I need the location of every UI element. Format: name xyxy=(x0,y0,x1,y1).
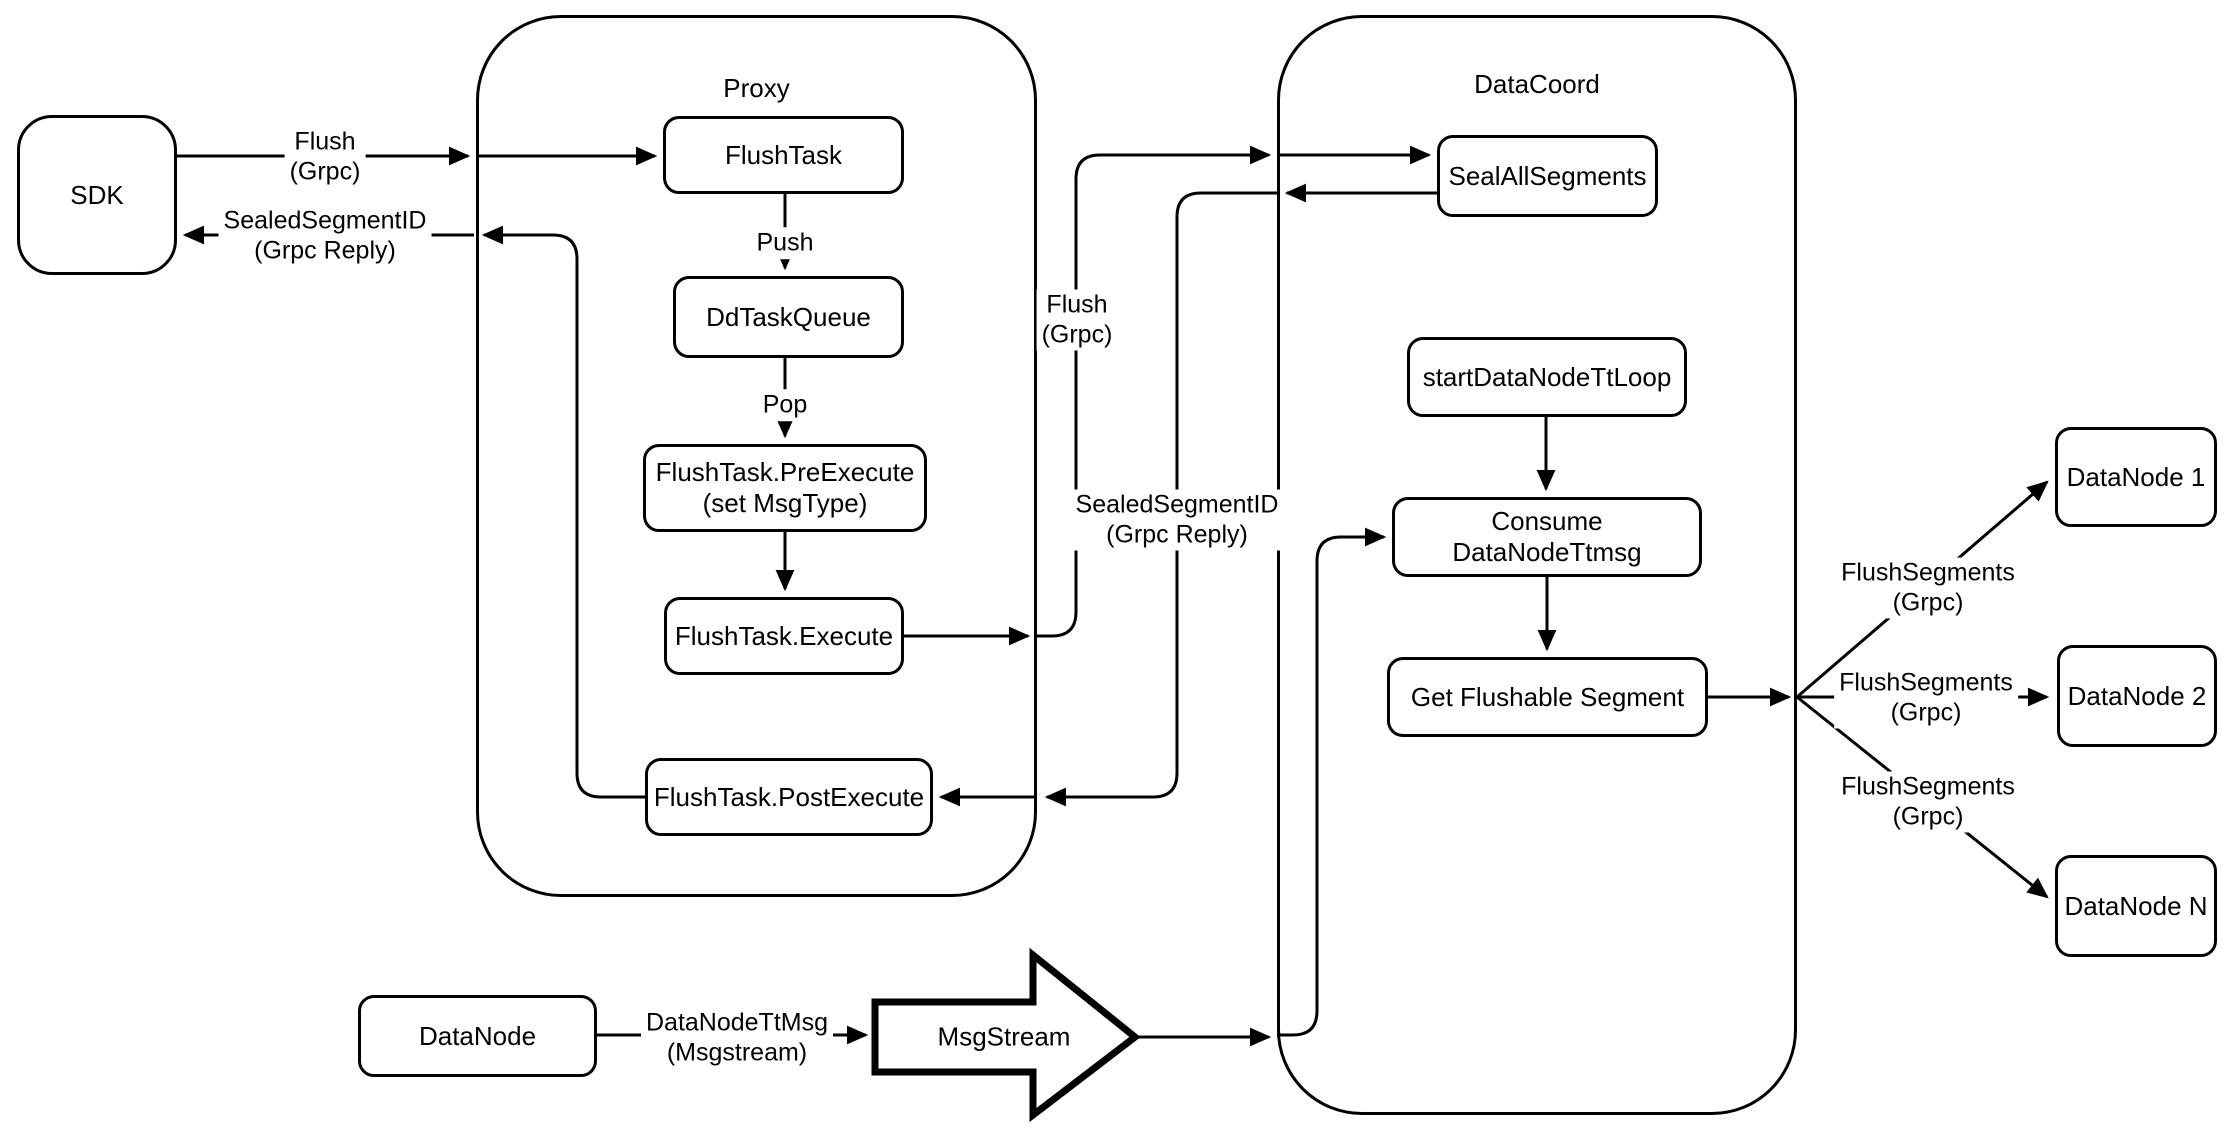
node-sealallsegments-label: SealAllSegments xyxy=(1448,160,1647,191)
node-sdk-label: SDK xyxy=(70,179,124,210)
node-datanode-n: DataNode N xyxy=(2055,855,2217,957)
node-flushtask-preexecute: FlushTask.PreExecute (set MsgType) xyxy=(643,444,927,532)
node-consume-datanodettmsg: Consume DataNodeTtmsg xyxy=(1392,497,1702,577)
node-datanode-source: DataNode xyxy=(358,995,597,1077)
node-flushtask-label: FlushTask xyxy=(724,139,843,170)
proxy-container-title: Proxy xyxy=(723,73,790,103)
edge-label-flushsegments-2: FlushSegments (Grpc) xyxy=(1834,667,2018,729)
msgstream-label: MsgStream xyxy=(937,1021,1071,1052)
edge-label-flushsegments-3: FlushSegments (Grpc) xyxy=(1836,771,2020,833)
edge-label-pop: Pop xyxy=(757,389,813,421)
node-datanode-2: DataNode 2 xyxy=(2057,645,2217,747)
msgstream-block-arrow xyxy=(871,947,1141,1123)
edge-label-flush-grpc-proxy-datacoord: Flush (Grpc) xyxy=(1036,289,1118,351)
node-datanode-n-label: DataNode N xyxy=(2064,890,2208,921)
node-datanode-1-label: DataNode 1 xyxy=(2066,461,2206,492)
node-flushtask-execute: FlushTask.Execute xyxy=(664,597,904,675)
node-flushtask-execute-label: FlushTask.Execute xyxy=(674,620,894,651)
node-flushtask-postexecute: FlushTask.PostExecute xyxy=(645,758,933,836)
edge-label-sealedsegmentid-grpc-reply-sdk: SealedSegmentID (Grpc Reply) xyxy=(218,205,432,267)
edge-postexecute-to-proxy-boundary xyxy=(481,225,645,799)
node-datanode-1: DataNode 1 xyxy=(2055,427,2217,527)
node-datanode-source-label: DataNode xyxy=(418,1020,537,1051)
edge-label-sealedsegmentid-grpc-reply-datacoord: SealedSegmentID (Grpc Reply) xyxy=(1070,489,1284,551)
node-ddtaskqueue-label: DdTaskQueue xyxy=(706,301,871,332)
node-consume-datanodettmsg-label: Consume DataNodeTtmsg xyxy=(1452,506,1642,567)
node-datanode-2-label: DataNode 2 xyxy=(2067,680,2207,711)
edge-label-datanodettmsg: DataNodeTtMsg (Msgstream) xyxy=(640,1007,834,1069)
node-get-flushable-segment-label: Get Flushable Segment xyxy=(1410,681,1685,712)
edge-label-push: Push xyxy=(751,227,819,259)
node-flushtask-preexecute-sublabel: (set MsgType) xyxy=(702,488,868,518)
node-ddtaskqueue: DdTaskQueue xyxy=(673,276,904,358)
edge-proxy-to-datacoord-flush xyxy=(1036,145,1272,638)
edge-label-flush-grpc-sdk: Flush (Grpc) xyxy=(284,126,366,188)
edge-label-flushsegments-1: FlushSegments (Grpc) xyxy=(1836,557,2020,619)
datacoord-container-title: DataCoord xyxy=(1474,69,1600,99)
node-flushtask-preexecute-label: FlushTask.PreExecute xyxy=(655,457,915,488)
node-startdatanodettloop-label: startDataNodeTtLoop xyxy=(1422,361,1672,392)
edge-datacoord-to-consume xyxy=(1277,527,1387,1037)
node-sdk: SDK xyxy=(17,115,177,275)
node-sealallsegments: SealAllSegments xyxy=(1437,135,1658,217)
node-get-flushable-segment: Get Flushable Segment xyxy=(1387,657,1708,737)
node-flushtask-postexecute-label: FlushTask.PostExecute xyxy=(653,781,925,812)
node-startdatanodettloop: startDataNodeTtLoop xyxy=(1407,337,1687,417)
node-flushtask: FlushTask xyxy=(663,116,904,194)
